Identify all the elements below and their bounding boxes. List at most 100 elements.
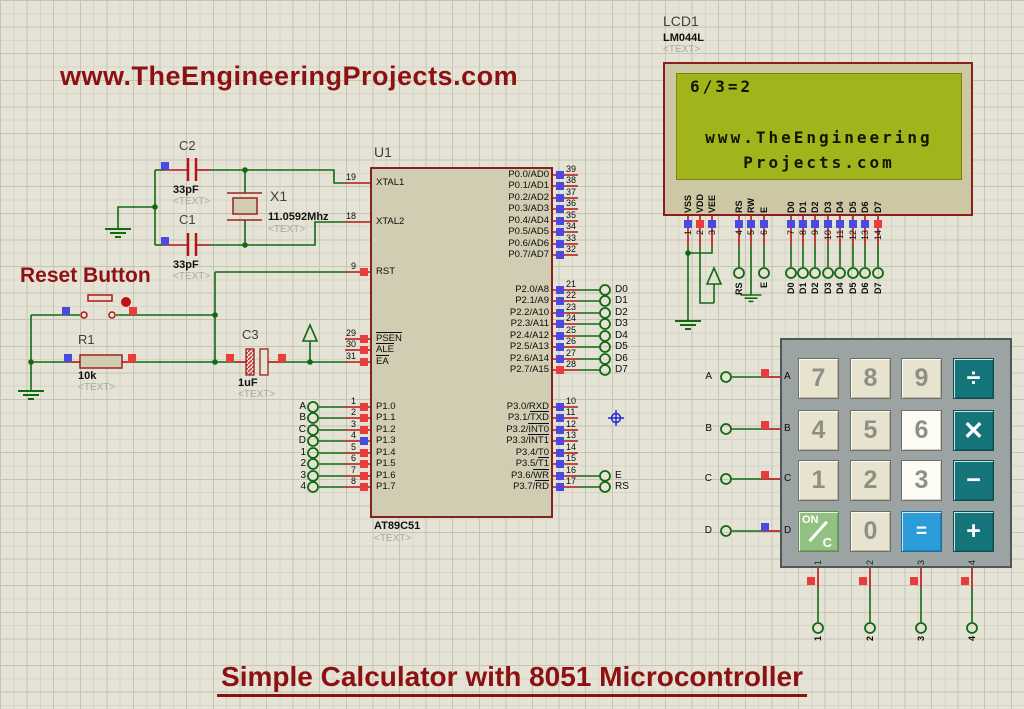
key-0[interactable]: 0 — [850, 511, 891, 552]
blue-state-square — [556, 182, 564, 190]
pin-name: ALE — [376, 343, 394, 355]
pin-name: P0.2/AD2 — [508, 192, 549, 203]
key-−[interactable]: − — [953, 460, 994, 501]
pin-name: XTAL1 — [376, 177, 405, 188]
key-4[interactable]: 4 — [798, 410, 839, 451]
pin-name: P3.3/INT1 — [506, 434, 549, 446]
pin-name: P1.5 — [376, 458, 396, 469]
terminal-node[interactable] — [599, 364, 611, 376]
terminal-node[interactable] — [599, 341, 611, 353]
terminal-node[interactable] — [307, 458, 319, 470]
lcd-display[interactable]: 6/3=2 www.TheEngineering Projects.com — [663, 62, 973, 216]
terminal-node[interactable] — [834, 267, 846, 279]
terminal-node[interactable] — [720, 473, 732, 485]
blue-state-square — [556, 460, 564, 468]
key-7[interactable]: 7 — [798, 358, 839, 399]
capacitor-c2[interactable] — [186, 158, 198, 181]
terminal-node[interactable] — [966, 622, 978, 634]
pin-name: XTAL2 — [376, 216, 405, 227]
key-=[interactable]: = — [901, 511, 942, 552]
capacitor-c3[interactable] — [245, 348, 269, 376]
terminal-node[interactable] — [872, 267, 884, 279]
terminal-node[interactable] — [720, 371, 732, 383]
key-6[interactable]: 6 — [901, 410, 942, 451]
terminal-node[interactable] — [599, 470, 611, 482]
c3-value: 1uF — [238, 377, 258, 389]
lcd-pin-number: 13 — [860, 230, 870, 241]
pin-name: P3.2/INT0 — [506, 423, 549, 435]
terminal-label: RS — [615, 481, 629, 492]
blue-state-square — [787, 220, 795, 228]
blue-state-square — [556, 240, 564, 248]
terminal-node[interactable] — [599, 295, 611, 307]
red-state-square — [360, 460, 368, 468]
pin-name: P3.4/T0 — [515, 447, 549, 458]
key-9[interactable]: 9 — [901, 358, 942, 399]
terminal-node[interactable] — [599, 284, 611, 296]
key-1[interactable]: 1 — [798, 460, 839, 501]
terminal-node[interactable] — [599, 481, 611, 493]
terminal-node[interactable] — [307, 447, 319, 459]
terminal-node[interactable] — [720, 525, 732, 537]
junction-dot — [212, 359, 218, 365]
key-+[interactable]: + — [953, 511, 994, 552]
terminal-node[interactable] — [720, 423, 732, 435]
pin-number: 12 — [566, 419, 577, 429]
mcu-8051-chip-body[interactable] — [370, 167, 553, 518]
x1-value: 11.0592Mhz — [268, 211, 329, 223]
terminal-node[interactable] — [859, 267, 871, 279]
pin-number: 11 — [566, 407, 576, 417]
red-state-square — [761, 471, 769, 479]
terminal-node[interactable] — [797, 267, 809, 279]
terminal-node[interactable] — [307, 412, 319, 424]
terminal-node[interactable] — [599, 307, 611, 319]
key-3[interactable]: 3 — [901, 460, 942, 501]
terminal-node[interactable] — [307, 470, 319, 482]
terminal-node[interactable] — [599, 330, 611, 342]
terminal-node[interactable] — [758, 267, 770, 279]
pin-name: P1.1 — [376, 412, 396, 423]
pin-name: P1.0 — [376, 401, 396, 412]
terminal-node[interactable] — [733, 267, 745, 279]
key-÷[interactable]: ÷ — [953, 358, 994, 399]
key-✕[interactable]: ✕ — [953, 410, 994, 451]
terminal-label: D3 — [615, 318, 628, 329]
keypad-col-label: 4 — [967, 559, 977, 565]
capacitor-c1[interactable] — [186, 233, 198, 256]
resistor-r1[interactable] — [79, 354, 123, 369]
terminal-node[interactable] — [599, 353, 611, 365]
terminal-node[interactable] — [599, 318, 611, 330]
pin-name: P3.7/RD — [513, 480, 549, 492]
keypad-col-label: 2 — [865, 559, 875, 565]
keypad-row-label: C — [784, 473, 792, 484]
pin-name: P2.4/A12 — [509, 330, 549, 341]
crystal-x1[interactable] — [227, 192, 262, 221]
terminal-node[interactable] — [785, 267, 797, 279]
terminal-node[interactable] — [812, 622, 824, 634]
reset-push-button[interactable] — [80, 294, 131, 319]
terminal-node[interactable] — [864, 622, 876, 634]
terminal-node[interactable] — [822, 267, 834, 279]
red-state-square — [556, 366, 564, 374]
terminal-node[interactable] — [307, 481, 319, 493]
lcd-pin-label: RW — [746, 198, 756, 213]
terminal-label: D5 — [615, 341, 628, 352]
key-5[interactable]: 5 — [850, 410, 891, 451]
terminal-node[interactable] — [307, 435, 319, 447]
keypad-row-label: B — [784, 423, 791, 434]
terminal-node[interactable] — [307, 401, 319, 413]
terminal-node[interactable] — [809, 267, 821, 279]
terminal-node[interactable] — [307, 424, 319, 436]
terminal-node[interactable] — [847, 267, 859, 279]
key-2[interactable]: 2 — [850, 460, 891, 501]
pin-number: 6 — [350, 453, 356, 463]
pin-number: 28 — [566, 359, 577, 369]
red-state-square — [278, 354, 286, 362]
lcd-pin-number: 11 — [835, 230, 845, 240]
key-8[interactable]: 8 — [850, 358, 891, 399]
terminal-node[interactable] — [915, 622, 927, 634]
r1-value: 10k — [78, 370, 97, 382]
pin-number: 21 — [566, 279, 577, 289]
